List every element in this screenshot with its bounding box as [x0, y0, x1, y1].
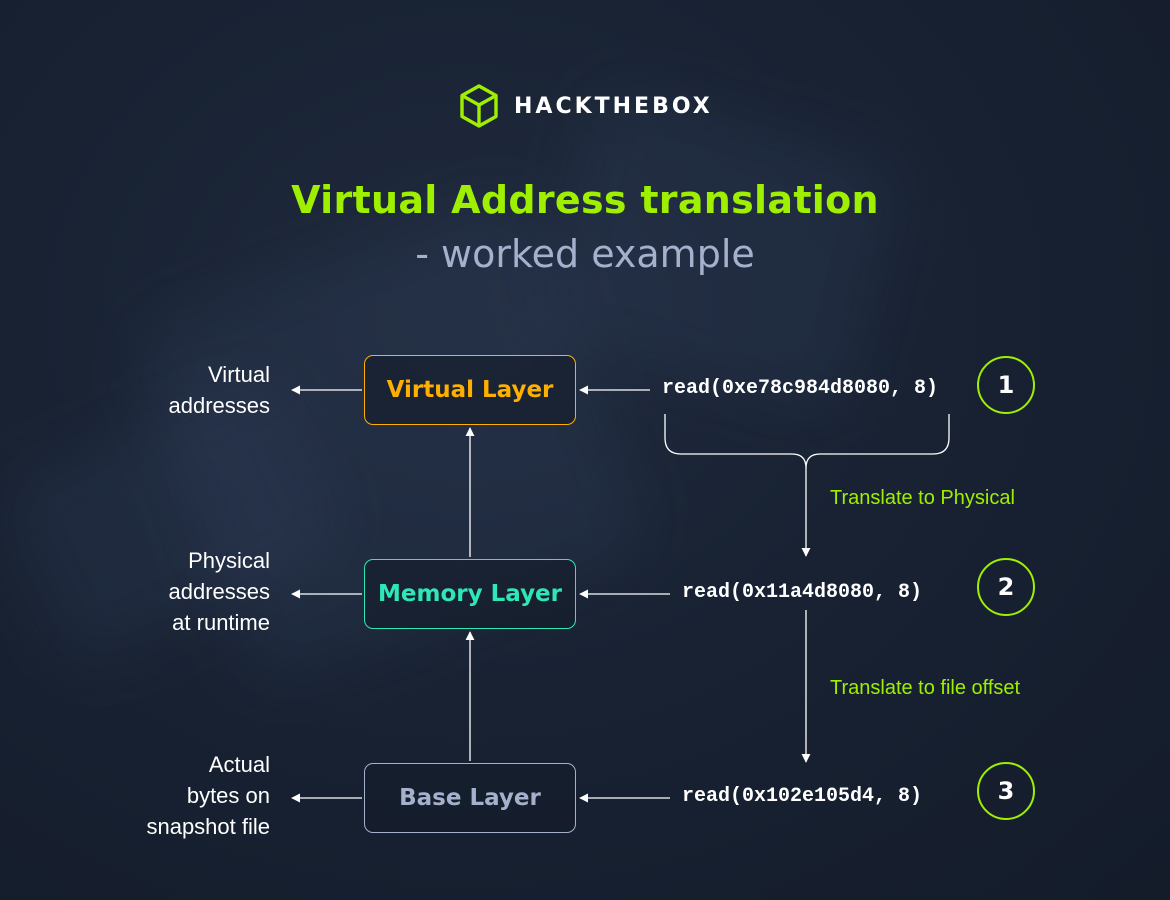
translate-to-file-offset-label: Translate to file offset	[830, 677, 1021, 699]
physical-addresses-label: Physical addresses at runtime	[168, 548, 270, 635]
read-call-3: read(0x102e105d4, 8)	[682, 785, 923, 808]
cube-icon	[460, 84, 498, 128]
base-layer-box: Base Layer	[364, 763, 576, 833]
translate-to-physical-label: Translate to Physical	[830, 487, 1015, 509]
page-subtitle: - worked example	[415, 232, 755, 276]
step-number-3: 3	[977, 762, 1035, 820]
memory-layer-box: Memory Layer	[364, 559, 576, 629]
brand-logo: HACKTHEBOX	[458, 82, 718, 130]
brace-read1	[664, 414, 950, 469]
step-number-1: 1	[977, 356, 1035, 414]
virtual-addresses-label: Virtual addresses	[168, 362, 270, 418]
virtual-layer-box: Virtual Layer	[364, 355, 576, 425]
read-call-2: read(0x11a4d8080, 8)	[682, 581, 923, 604]
actual-bytes-label: Actual bytes on snapshot file	[146, 752, 270, 839]
step-number-2: 2	[977, 558, 1035, 616]
brand-name: HACKTHEBOX	[514, 93, 713, 119]
read-call-1: read(0xe78c984d8080, 8)	[662, 377, 939, 400]
page-title: Virtual Address translation	[291, 178, 879, 222]
